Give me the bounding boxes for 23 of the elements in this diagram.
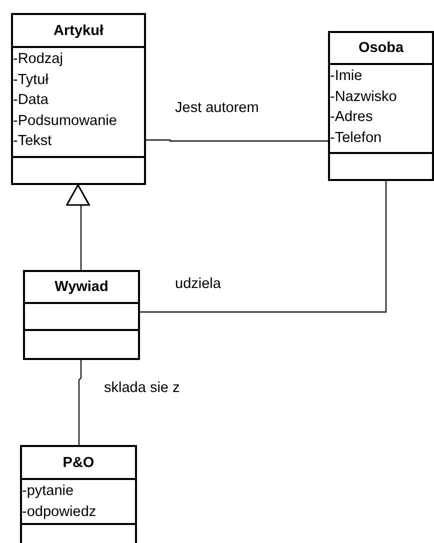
- attribute-text: -Tekst: [13, 132, 52, 151]
- attribute-text: -pytanie: [22, 482, 74, 501]
- association-line: [78, 360, 82, 445]
- class-box: [23, 270, 140, 360]
- attribute-text: -odpowiedz: [22, 502, 96, 522]
- class-box: [11, 13, 146, 185]
- class-box: [328, 31, 434, 181]
- class-box: [20, 445, 137, 543]
- attribute-text: -Podsumowanie: [13, 112, 117, 130]
- attribute-text: -Imie: [330, 67, 362, 86]
- attribute-text: -Data: [13, 91, 48, 110]
- class-name: Osoba: [358, 40, 404, 56]
- association-line: [146, 139, 328, 142]
- inheritance-arrow: [66, 184, 90, 270]
- class-name: P&O: [62, 454, 94, 470]
- attribute-text: -Tytuł: [13, 70, 48, 90]
- attribute-text: -Telefon: [330, 128, 382, 148]
- attribute-text: -Adres: [330, 108, 373, 127]
- attribute-text: -Rodzaj: [13, 50, 63, 69]
- association-line: [140, 181, 387, 313]
- class-name: Artykuł: [54, 22, 104, 38]
- attribute-text: -Nazwisko: [330, 88, 397, 106]
- class-name: Wywiad: [54, 279, 108, 295]
